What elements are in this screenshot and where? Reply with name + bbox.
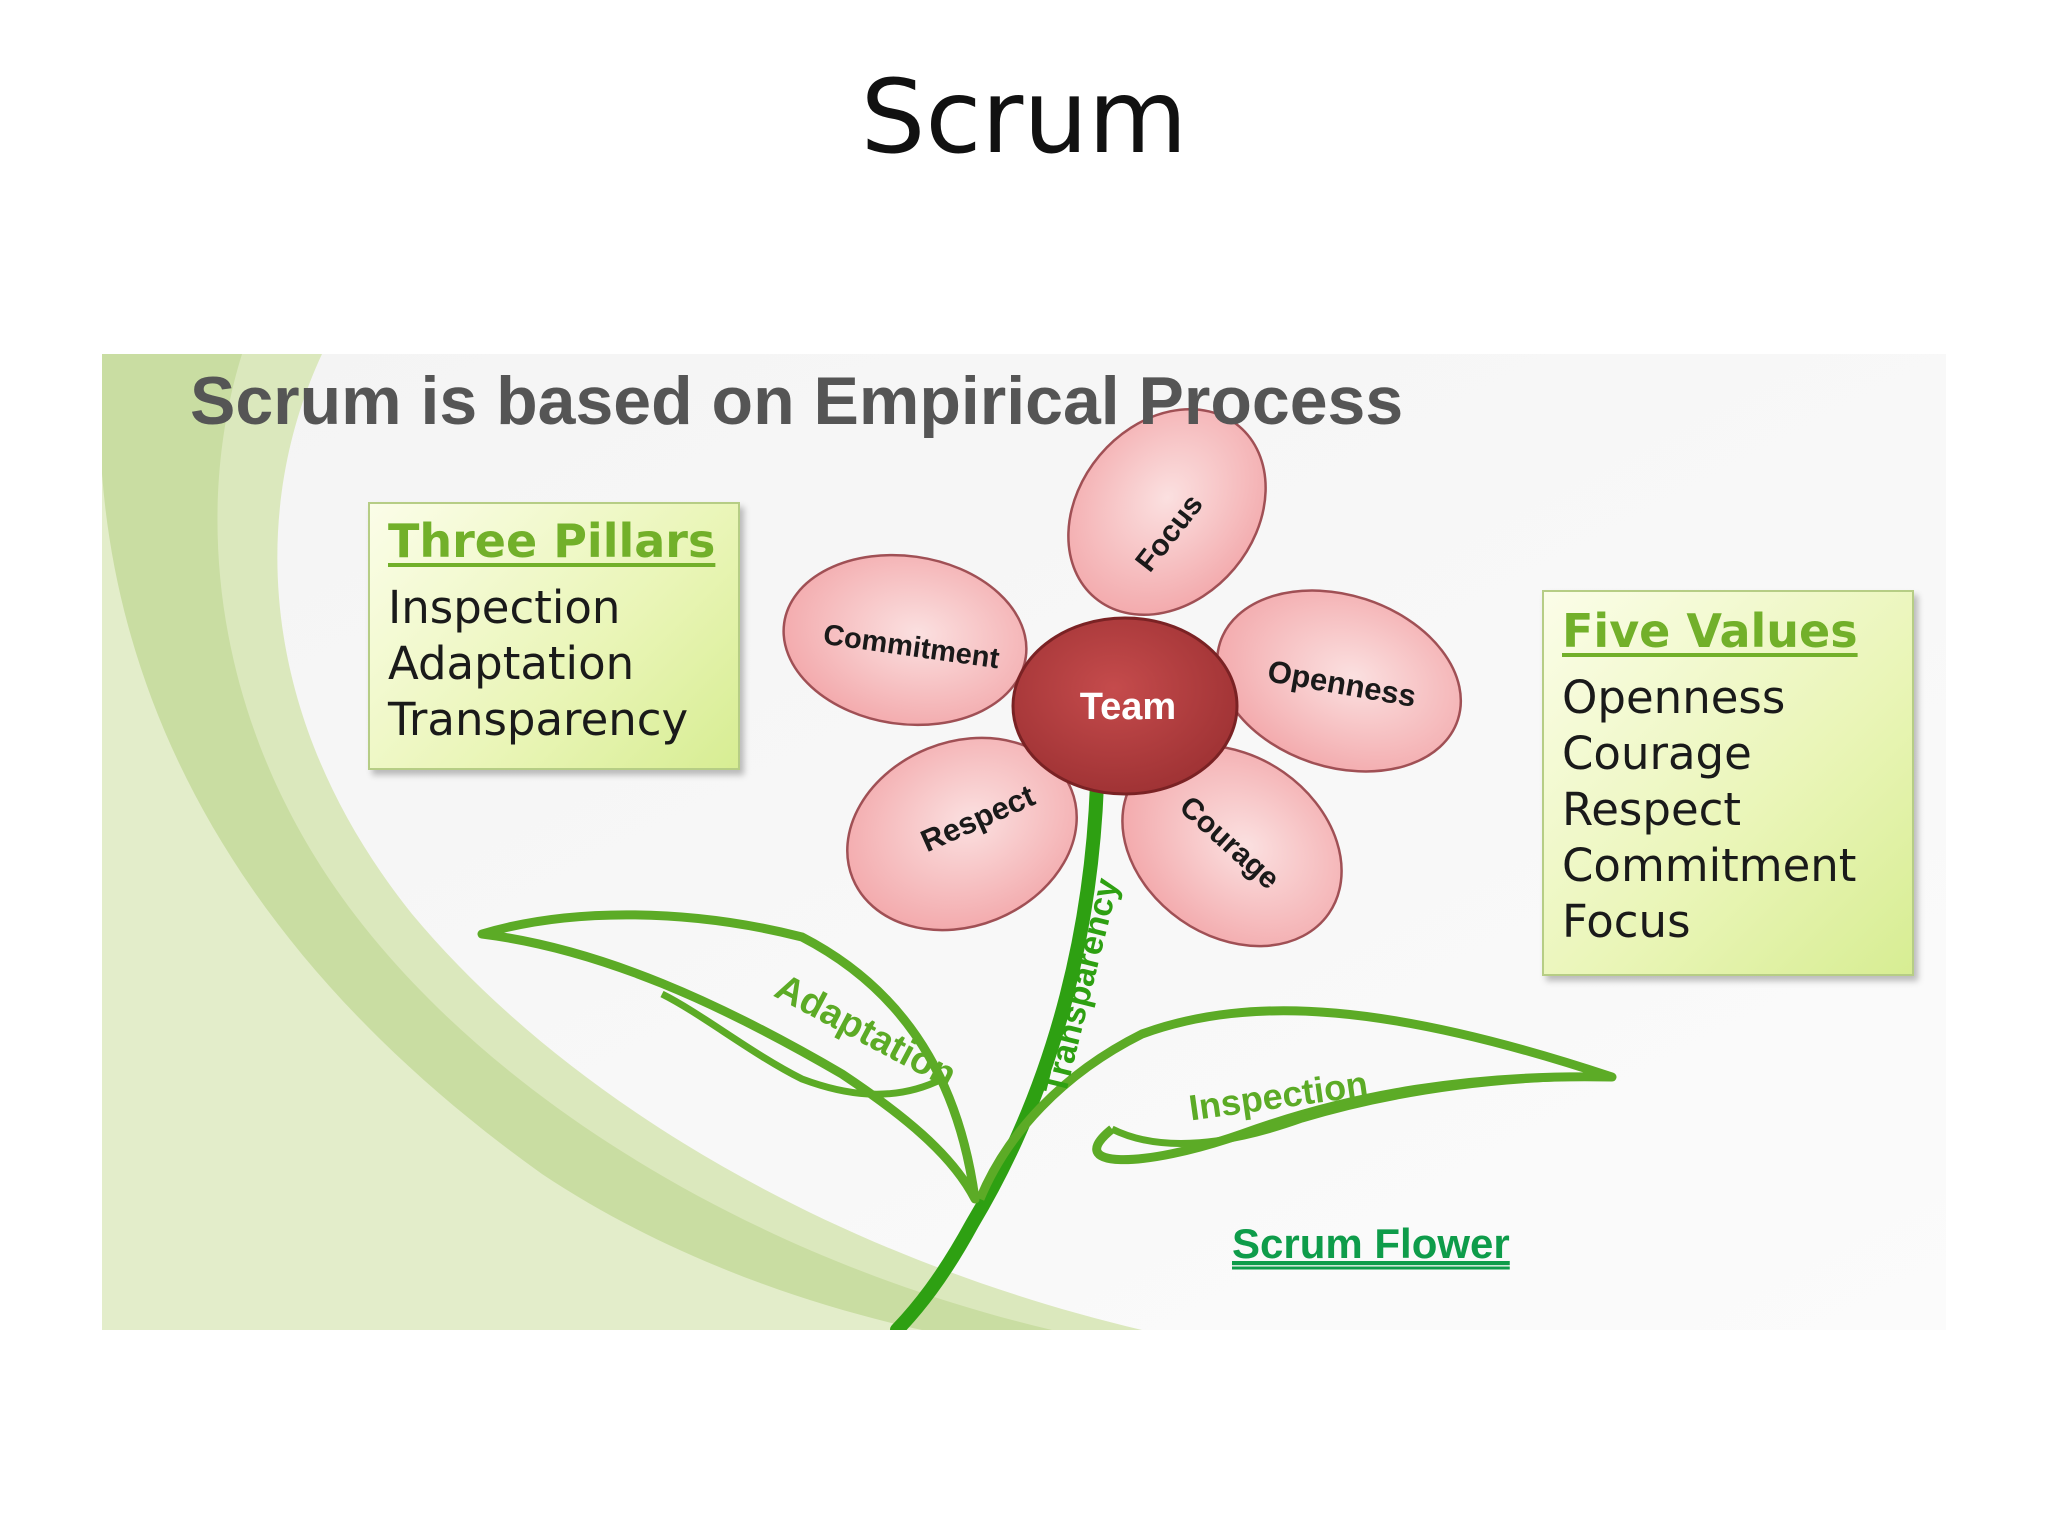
pillar-item: Transparency [388,693,689,746]
value-item: Focus [1562,895,1691,948]
value-item: Openness [1562,671,1786,724]
three-pillars-box: Three Pillars Inspection Adaptation Tran… [368,502,740,770]
center-label-team: Team [1080,686,1176,728]
three-pillars-heading: Three Pillars [388,514,716,568]
value-item: Respect [1562,783,1742,836]
diagram-heading: Scrum is based on Empirical Process [190,363,1403,439]
pillar-item: Inspection [388,581,621,634]
right-leaf-vein [1110,1073,1613,1147]
value-item: Courage [1562,727,1752,780]
left-leaf-vein [660,990,944,1098]
petal-respect [846,736,1078,932]
right-leaf-outline [975,1006,1617,1201]
pillar-item: Adaptation [388,637,635,690]
petal-openness [1215,589,1463,773]
swoosh-light [102,474,922,1330]
flower-center [1011,616,1239,796]
value-item: Commitment [1562,839,1857,892]
scrum-diagram: Scrum is based on Empirical Process Focu… [102,354,1946,1330]
left-leaf-outline [477,910,980,1204]
five-values-box: Five Values Openness Courage Respect Com… [1542,590,1914,976]
petal-commitment [782,553,1028,727]
five-values-heading: Five Values [1562,604,1858,658]
slide-title: Scrum [860,58,1188,177]
caption-scrum-flower: Scrum Flower [1232,1220,1510,1267]
petal-focus [1067,407,1267,617]
